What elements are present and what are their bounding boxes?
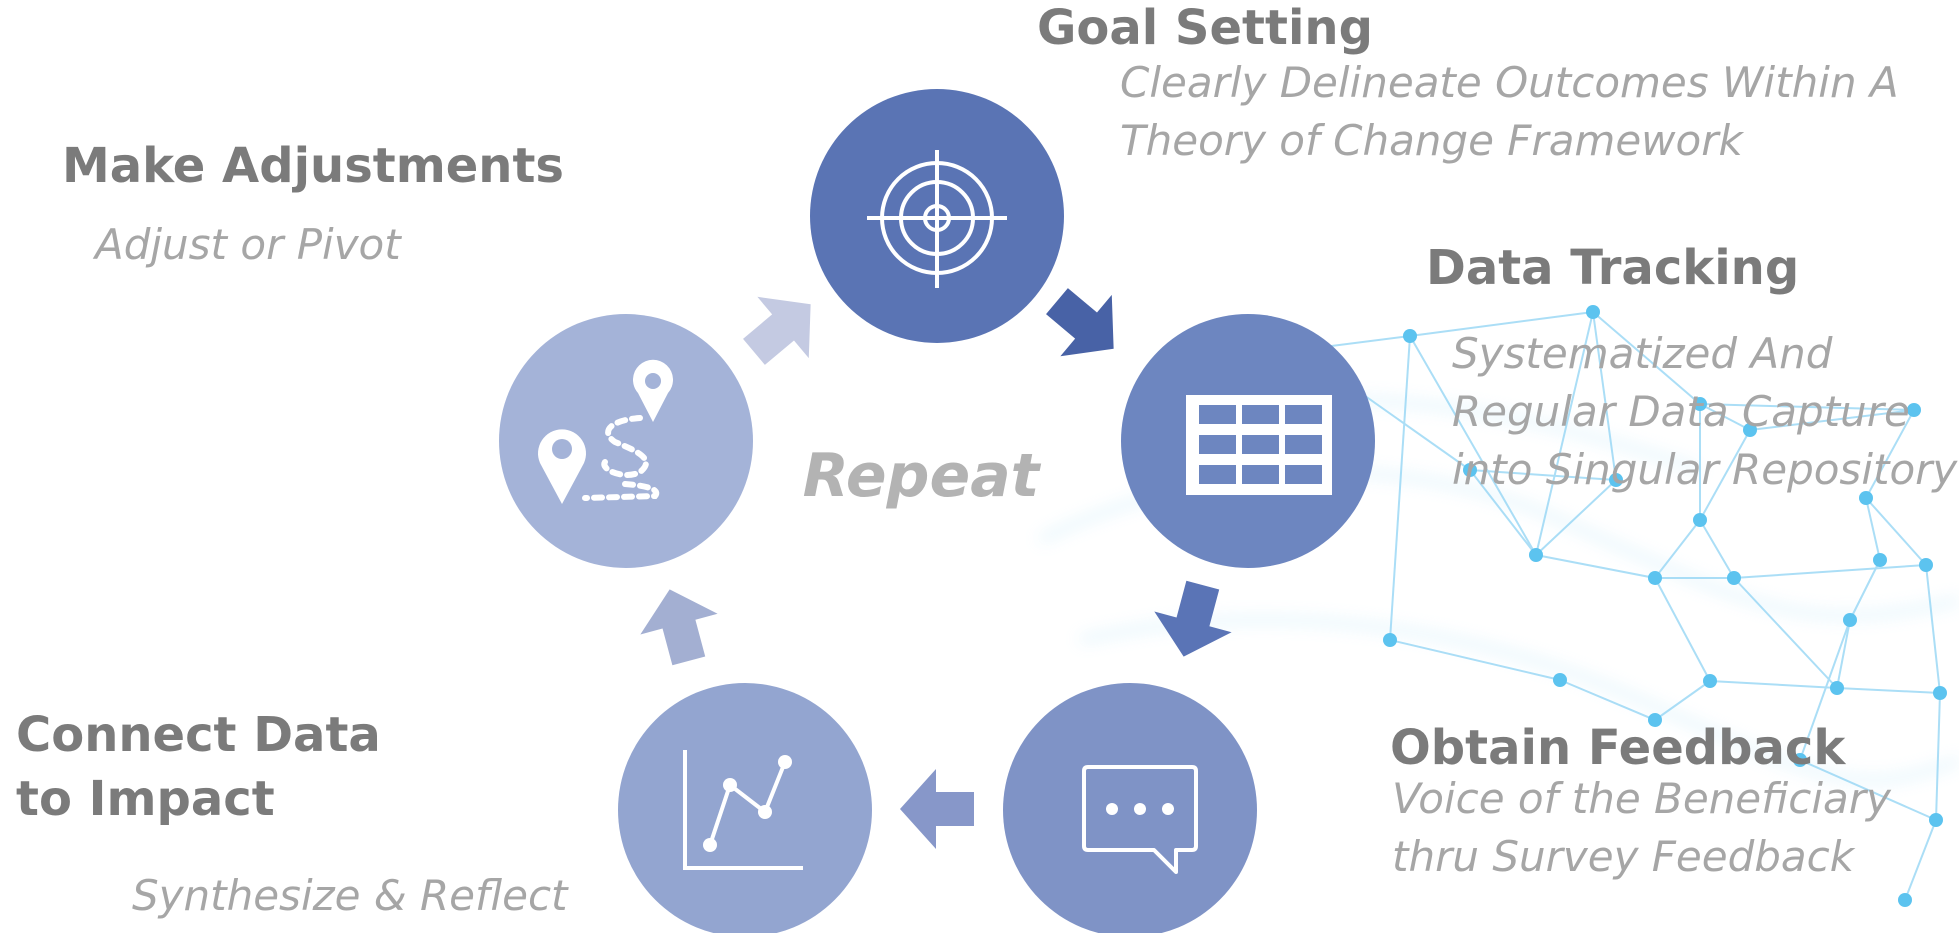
network-line <box>1925 564 1941 694</box>
network-line <box>1535 554 1656 579</box>
network-line <box>1699 403 1915 411</box>
network-node <box>1383 633 1397 647</box>
network-node <box>1907 403 1921 417</box>
network-node <box>1693 397 1707 411</box>
connect-data-circle <box>618 683 872 933</box>
obtain-feedback-title: Obtain Feedback <box>1390 720 1846 776</box>
network-node <box>1793 753 1807 767</box>
network-line <box>1836 619 1851 689</box>
network-node <box>1929 813 1943 827</box>
target-icon <box>867 150 1007 288</box>
data-tracking-title: Data Tracking <box>1426 240 1800 296</box>
network-node <box>1873 553 1887 567</box>
network-line <box>1709 680 1838 689</box>
network-line <box>1865 409 1915 499</box>
network-node <box>1898 893 1912 907</box>
network-node <box>1830 681 1844 695</box>
network-line <box>1535 311 1594 556</box>
center-label: Repeat <box>803 441 1042 511</box>
cycle-arrow <box>1046 288 1114 357</box>
network-line <box>1836 687 1941 694</box>
network-line <box>1389 639 1561 681</box>
network-node <box>1463 463 1477 477</box>
network-line <box>1389 335 1411 641</box>
network-line <box>1409 311 1594 337</box>
network-node <box>1586 305 1600 319</box>
network-line <box>1409 335 1537 556</box>
network-node <box>1648 713 1662 727</box>
network-line <box>1469 469 1537 556</box>
network-line <box>1535 479 1617 556</box>
cycle-arrow <box>900 769 974 849</box>
line-chart-icon <box>683 750 803 870</box>
network-node <box>1648 571 1662 585</box>
network-line <box>1904 819 1937 901</box>
network-line <box>1865 497 1927 566</box>
connect-data-title: Connect Data to Impact <box>16 707 381 827</box>
network-line <box>1469 469 1617 481</box>
network-node <box>1933 686 1947 700</box>
network-line <box>1592 311 1701 405</box>
network-line <box>1865 497 1881 561</box>
network-node <box>1703 674 1717 688</box>
cycle-arrow <box>1154 580 1232 657</box>
route-pins-icon <box>538 359 674 504</box>
network-node <box>1403 329 1417 343</box>
network-line <box>1654 519 1701 579</box>
network-line <box>1559 679 1656 721</box>
data-tracking-description: Systematized And Regular Data Capture in… <box>1452 329 1958 494</box>
make-adjustments-description: Adjust or Pivot <box>95 220 401 269</box>
network-node <box>1553 673 1567 687</box>
obtain-feedback-description: Voice of the Beneficiary thru Survey Fee… <box>1392 774 1891 881</box>
network-line <box>1592 311 1617 481</box>
network-line <box>1654 577 1711 682</box>
goal-setting-description: Clearly Delineate Outcomes Within A Theo… <box>1120 58 1899 165</box>
cycle-arrow <box>743 296 811 365</box>
obtain-feedback-circle <box>1003 683 1257 933</box>
make-adjustments-circle <box>499 314 753 568</box>
network-node <box>1529 548 1543 562</box>
network-node <box>1859 491 1873 505</box>
network-node <box>1843 613 1857 627</box>
make-adjustments-title: Make Adjustments <box>62 138 564 194</box>
network-line <box>1733 564 1927 579</box>
network-line <box>1654 680 1711 721</box>
network-node <box>1609 473 1623 487</box>
network-line <box>1733 577 1838 689</box>
network-line <box>1699 403 1751 431</box>
cycle-arrow <box>640 589 718 666</box>
chat-bubble-icon <box>1082 765 1198 874</box>
network-line <box>1935 692 1941 821</box>
network-node <box>1727 571 1741 585</box>
network-line <box>1799 619 1851 761</box>
network-line <box>1749 409 1915 431</box>
goal-setting-title: Goal Setting <box>1037 0 1373 56</box>
network-line <box>1849 559 1881 621</box>
table-grid-icon <box>1186 395 1332 495</box>
network-node <box>1919 558 1933 572</box>
connect-data-description: Synthesize & Reflect <box>132 871 568 920</box>
network-line <box>1699 519 1735 579</box>
network-node <box>1693 513 1707 527</box>
network-node <box>1743 423 1757 437</box>
network-line <box>1799 759 1937 821</box>
network-line <box>1699 429 1751 521</box>
